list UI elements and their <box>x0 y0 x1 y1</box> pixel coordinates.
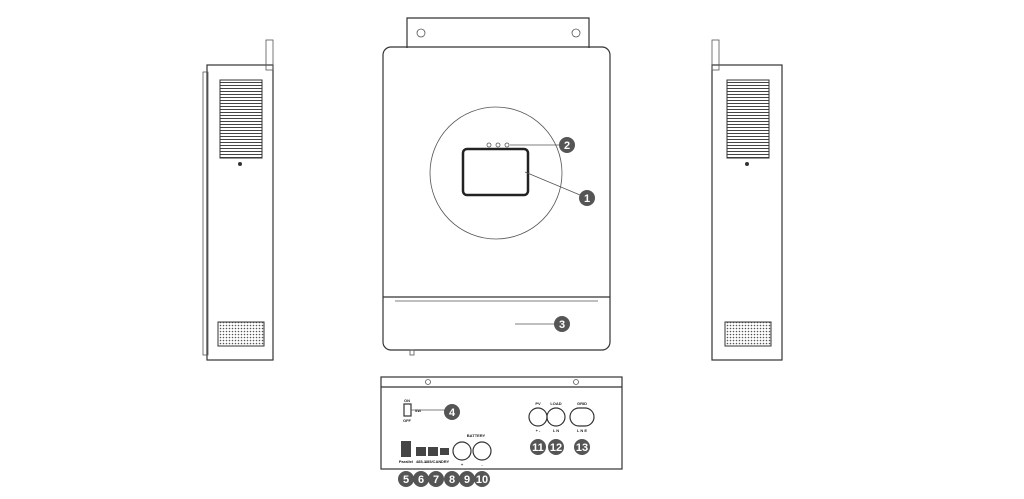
svg-text:4: 4 <box>449 407 456 419</box>
label-load-polarity: L N <box>553 428 559 433</box>
label-pv-polarity: + - <box>536 428 541 433</box>
rs485-port <box>416 447 426 456</box>
label-load: LOAD <box>550 401 561 406</box>
callout-5: 5 <box>398 471 414 487</box>
svg-text:2: 2 <box>564 140 570 152</box>
callout-12: 12 <box>548 439 564 455</box>
callout-9: 9 <box>459 471 475 487</box>
label-off: OFF <box>403 418 412 423</box>
power-switch <box>403 403 412 417</box>
svg-text:11: 11 <box>532 442 544 454</box>
bottom-view: ON SW OFF Parallel 485-1 485/CAN DRY BAT… <box>380 376 623 470</box>
label-bat-minus: - <box>481 462 483 467</box>
callout-8: 8 <box>444 471 460 487</box>
callout-10: 10 <box>474 471 490 487</box>
svg-text:7: 7 <box>433 474 439 486</box>
right-side-view <box>711 39 783 361</box>
label-485-can: 485/CAN <box>425 459 442 464</box>
callout-7: 7 <box>428 471 444 487</box>
parallel-port <box>401 441 411 457</box>
vent-mesh <box>724 321 772 347</box>
rs485-can-port <box>428 447 438 456</box>
label-on: ON <box>404 398 410 403</box>
label-bat-plus: + <box>461 462 464 467</box>
label-dry: DRY <box>441 459 450 464</box>
display-bezel <box>429 106 563 240</box>
svg-text:9: 9 <box>464 474 470 486</box>
label-pv: PV <box>535 401 541 406</box>
callout-13: 13 <box>574 439 590 455</box>
callout-3: 3 <box>554 316 570 332</box>
label-parallel: Parallel <box>399 459 413 464</box>
svg-text:1: 1 <box>584 193 590 205</box>
label-485: 485-1 <box>416 459 427 464</box>
label-grid: GRID <box>577 401 587 406</box>
svg-text:13: 13 <box>576 442 588 454</box>
callout-11: 11 <box>530 439 546 455</box>
svg-text:3: 3 <box>559 319 565 331</box>
label-battery: BATTERY <box>467 433 486 438</box>
dry-contact-port <box>440 448 449 455</box>
callout-1: 1 <box>579 190 595 206</box>
svg-text:10: 10 <box>476 474 488 486</box>
label-grid-polarity: L N E <box>577 428 587 433</box>
svg-text:6: 6 <box>418 474 424 486</box>
vent-mesh <box>217 321 265 347</box>
callout-4: 4 <box>444 404 460 420</box>
left-side-view <box>202 39 274 361</box>
vent-grille <box>726 79 770 159</box>
lcd-screen <box>461 147 530 197</box>
svg-text:8: 8 <box>449 474 455 486</box>
vent-grille <box>219 79 263 159</box>
callout-6: 6 <box>413 471 429 487</box>
front-view <box>382 17 611 356</box>
svg-text:5: 5 <box>403 474 409 486</box>
label-sw: SW <box>415 408 422 413</box>
callout-2: 2 <box>559 137 575 153</box>
svg-text:12: 12 <box>550 442 562 454</box>
